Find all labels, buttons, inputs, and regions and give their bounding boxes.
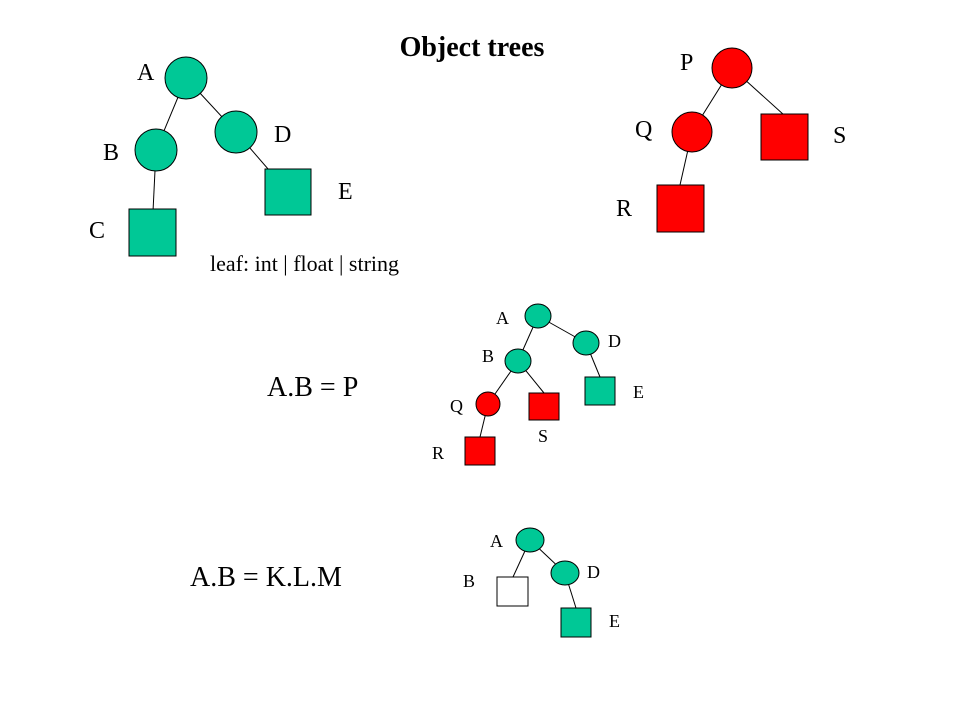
label-b-klm: B bbox=[463, 571, 475, 591]
node-a-small bbox=[524, 303, 552, 329]
node-e bbox=[264, 168, 312, 216]
label-c: C bbox=[89, 218, 105, 244]
label-s: S bbox=[833, 123, 846, 149]
node-d bbox=[214, 110, 258, 154]
label-e-small: E bbox=[633, 382, 644, 402]
node-s bbox=[760, 113, 809, 161]
label-d-klm: D bbox=[587, 562, 600, 582]
node-q-small bbox=[475, 391, 501, 417]
label-q: Q bbox=[635, 117, 652, 143]
equation-ab-klm: A.B = K.L.M bbox=[190, 562, 342, 593]
label-b: B bbox=[103, 140, 119, 166]
node-e-small bbox=[584, 376, 616, 406]
node-s-small bbox=[528, 392, 560, 421]
label-e-klm: E bbox=[609, 611, 620, 631]
node-a bbox=[164, 56, 208, 100]
label-a: A bbox=[137, 60, 155, 86]
node-c bbox=[128, 208, 177, 257]
label-b-small: B bbox=[482, 346, 494, 366]
leaf-note: leaf: int | float | string bbox=[210, 251, 399, 276]
label-a-klm: A bbox=[490, 531, 503, 551]
tree-composed-p: A B D E Q S R bbox=[432, 303, 644, 466]
node-r bbox=[656, 184, 705, 233]
label-d: D bbox=[274, 122, 291, 148]
label-p: P bbox=[680, 50, 693, 76]
label-r-small: R bbox=[432, 443, 444, 463]
label-e: E bbox=[338, 179, 353, 205]
node-b-empty bbox=[496, 576, 529, 607]
label-s-small: S bbox=[538, 426, 548, 446]
node-a-klm bbox=[515, 527, 545, 553]
node-b-small bbox=[504, 348, 532, 374]
slide-title: Object trees bbox=[400, 32, 545, 63]
tree-teal: A B C D E leaf: int | float | string bbox=[89, 56, 399, 276]
node-p bbox=[711, 47, 753, 89]
label-q-small: Q bbox=[450, 396, 463, 416]
node-d-klm bbox=[550, 560, 580, 586]
node-r-small bbox=[464, 436, 496, 466]
node-d-small bbox=[572, 330, 600, 356]
label-r: R bbox=[616, 196, 632, 222]
node-q bbox=[671, 111, 713, 153]
label-a-small: A bbox=[496, 308, 509, 328]
tree-composed-klm: A B D E bbox=[463, 527, 620, 638]
equation-ab-p: A.B = P bbox=[267, 372, 358, 403]
node-b bbox=[134, 128, 178, 172]
tree-red: P Q S R bbox=[616, 47, 846, 233]
node-e-klm bbox=[560, 607, 592, 638]
label-d-small: D bbox=[608, 331, 621, 351]
